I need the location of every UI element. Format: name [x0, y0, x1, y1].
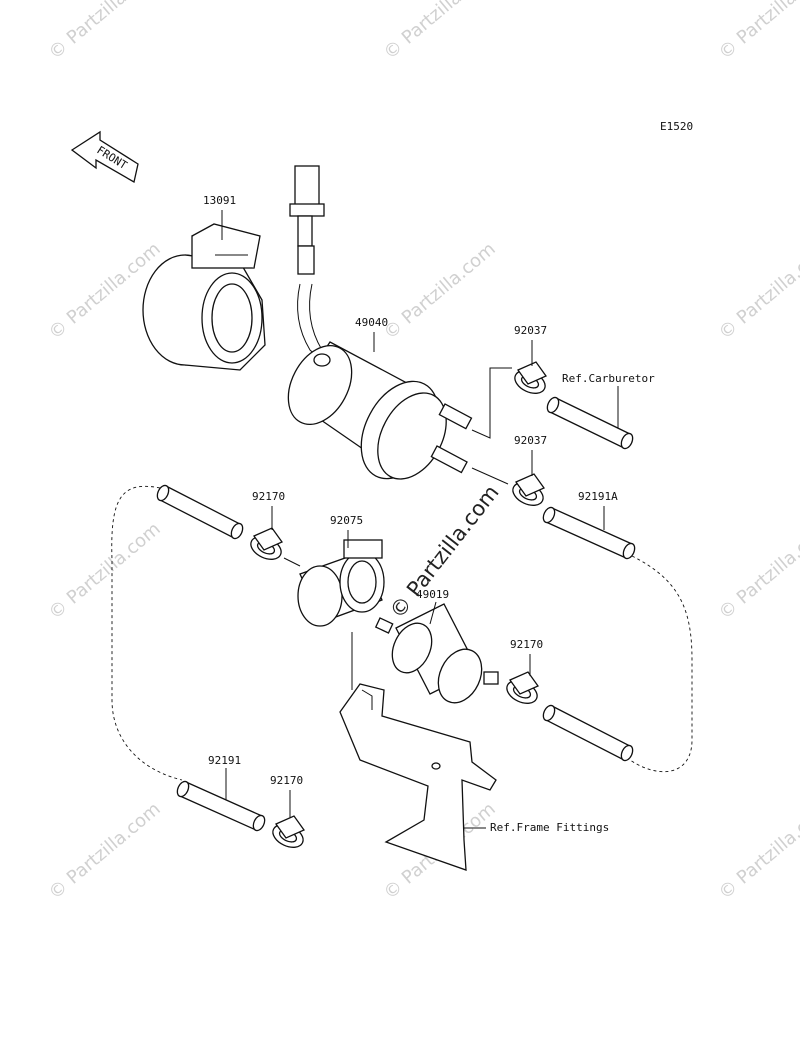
diagram-code: E1520	[660, 120, 693, 133]
watermark: © Partzilla.com	[45, 0, 165, 64]
part-92037-clamp-lower[interactable]	[509, 473, 546, 510]
pump-wire-connector	[289, 165, 333, 363]
watermark: © Partzilla.com	[380, 238, 500, 343]
watermark: © Partzilla.com	[45, 518, 165, 623]
part-92191-hose[interactable]	[175, 780, 267, 833]
part-49019-fuel-filter[interactable]	[374, 603, 499, 710]
frame-bracket	[339, 632, 497, 871]
label-92170-c: 92170	[270, 774, 303, 787]
watermark: © Partzilla.com	[715, 0, 800, 64]
watermark: © Partzilla.com	[715, 798, 800, 903]
label-49019: 49019	[416, 588, 449, 601]
ref-carburetor: Ref.Carburetor	[562, 372, 655, 385]
center-watermark: © Partzilla.com	[385, 481, 504, 623]
part-92170-clamp-b[interactable]	[503, 671, 540, 708]
watermark: © Partzilla.com	[715, 238, 800, 343]
part-92191A-hose[interactable]	[541, 506, 637, 561]
label-92075: 92075	[330, 514, 363, 527]
part-92075-holder[interactable]	[297, 539, 385, 627]
carburetor-hose[interactable]	[545, 396, 635, 451]
label-13091: 13091	[203, 194, 236, 207]
label-92170-b: 92170	[510, 638, 543, 651]
watermark: © Partzilla.com	[380, 0, 500, 64]
watermark: © Partzilla.com	[715, 518, 800, 623]
part-13091-rubber-holder[interactable]	[142, 223, 266, 371]
part-49040-fuel-pump[interactable]	[276, 335, 473, 492]
part-92170-clamp-a[interactable]	[247, 527, 284, 564]
lower-right-hose[interactable]	[541, 704, 635, 763]
part-92170-clamp-c[interactable]	[269, 815, 306, 852]
label-49040: 49040	[355, 316, 388, 329]
upper-left-hose[interactable]	[155, 484, 245, 541]
watermark: © Partzilla.com	[45, 798, 165, 903]
part-92037-clamp-upper[interactable]	[511, 361, 548, 398]
label-92037-lower: 92037	[514, 434, 547, 447]
label-92191: 92191	[208, 754, 241, 767]
ref-frame-fittings: Ref.Frame Fittings	[490, 821, 609, 834]
label-92037-upper: 92037	[514, 324, 547, 337]
label-92170-a: 92170	[252, 490, 285, 503]
front-arrow-icon: FRONT	[70, 130, 139, 184]
hose-routing-right	[629, 555, 693, 773]
hose-routing-left	[111, 485, 183, 781]
label-92191A: 92191A	[578, 490, 618, 503]
